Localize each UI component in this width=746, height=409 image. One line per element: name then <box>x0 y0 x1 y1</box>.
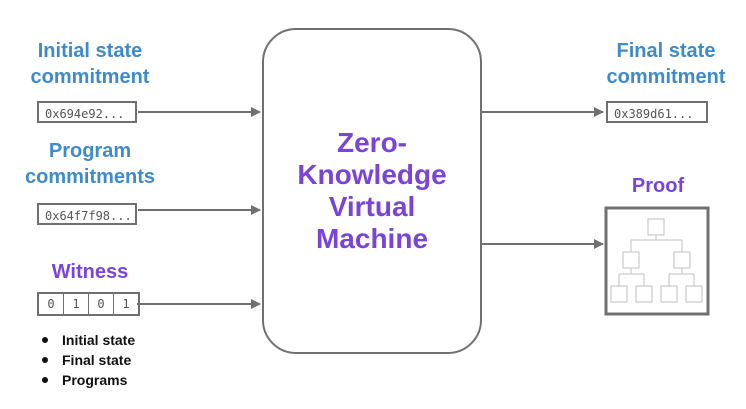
witness-item: Initial state <box>40 330 135 350</box>
initial-state-label: Initial state commitment <box>10 38 170 90</box>
initial-state-label-line1: Initial state <box>37 40 143 62</box>
final-state-label-line1: Final state <box>616 40 716 62</box>
zkvm-title-line: Machine <box>315 223 429 254</box>
zkvm-title-line: Virtual <box>328 191 416 222</box>
zkvm-box: Zero- Knowledge Virtual Machine <box>262 28 482 354</box>
zkvm-title-line: Knowledge <box>297 159 447 190</box>
witness-label: Witness <box>51 261 129 283</box>
merkle-tree-icon <box>604 206 710 316</box>
final-state-label-line2: commitment <box>606 66 726 88</box>
witness-bit: 1 <box>64 294 89 314</box>
final-state-value: 0x389d61... <box>606 101 708 123</box>
initial-state-value: 0x694e92... <box>37 101 137 123</box>
final-state-label: Final state commitment <box>586 38 746 90</box>
proof-label: Proof <box>631 175 685 197</box>
zkvm-title-line: Zero- <box>337 127 407 158</box>
witness-bit: 1 <box>122 297 130 311</box>
program-label-line2: commitments <box>24 166 156 188</box>
initial-state-label-line2: commitment <box>30 66 150 88</box>
program-label: Program commitments <box>10 138 170 190</box>
witness-item: Final state <box>40 350 135 370</box>
witness-bit: 0 <box>89 294 114 314</box>
witness-bit: 0 <box>39 294 64 314</box>
witness-items: Initial state Final state Programs <box>40 330 135 390</box>
witness-item: Programs <box>40 370 135 390</box>
program-label-line1: Program <box>48 140 132 162</box>
program-value: 0x64f7f98... <box>37 203 137 225</box>
